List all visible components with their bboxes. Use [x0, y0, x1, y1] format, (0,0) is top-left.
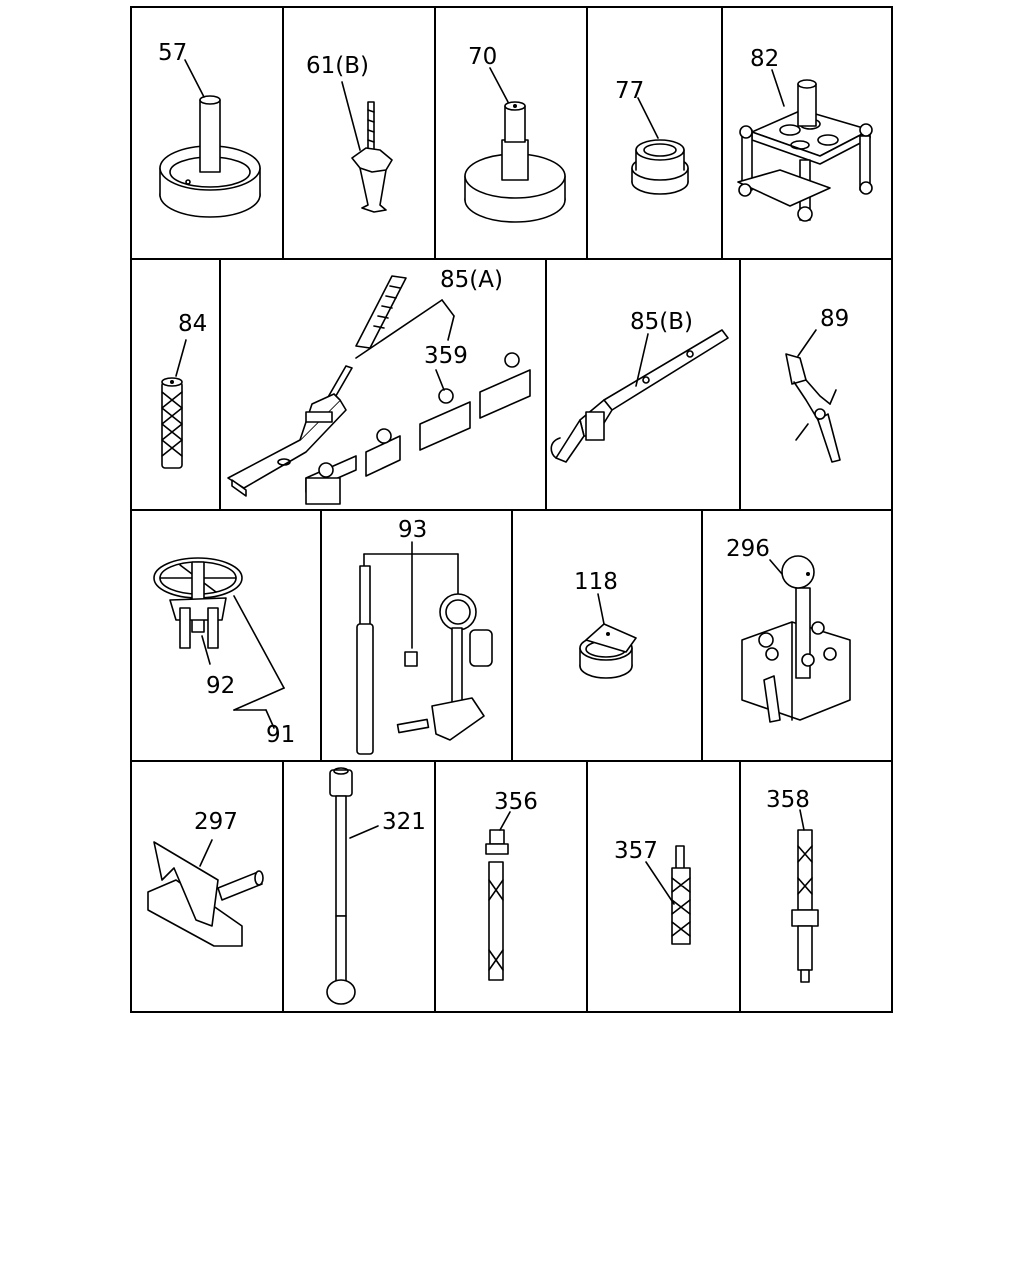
label-85a: 85(A): [440, 267, 503, 293]
tool-85a-359: [227, 275, 531, 505]
label-358: 358: [766, 787, 810, 813]
label-91: 91: [266, 722, 295, 748]
label-89: 89: [820, 306, 849, 332]
label-357: 357: [614, 838, 658, 864]
tool-93: [356, 541, 493, 755]
label-85b: 85(B): [630, 309, 693, 335]
label-356: 356: [494, 789, 538, 815]
tool-297: [147, 839, 264, 947]
label-93: 93: [398, 517, 427, 543]
tool-296: [741, 555, 851, 723]
tool-70: [464, 67, 566, 223]
tool-85b: [550, 329, 729, 463]
label-57: 57: [158, 40, 187, 66]
label-118: 118: [574, 569, 618, 595]
tool-89: [785, 329, 841, 463]
label-70: 70: [468, 44, 497, 70]
tool-57: [159, 59, 261, 218]
tool-356: [485, 811, 511, 981]
diagram-grid: [130, 6, 893, 1013]
label-296: 296: [726, 536, 770, 562]
label-84: 84: [178, 311, 207, 337]
label-359: 359: [424, 343, 468, 369]
part-labels: 57 61(B) 70 77 82 84 85(A) 359 85(B) 89 …: [158, 40, 849, 864]
label-82: 82: [750, 46, 779, 72]
tool-91-92: [153, 557, 285, 729]
label-321: 321: [382, 809, 426, 835]
tool-321: [326, 767, 379, 1005]
label-61b: 61(B): [306, 53, 369, 79]
tool-358: [791, 809, 819, 983]
tool-82: [737, 69, 873, 222]
tool-77: [631, 97, 689, 195]
tool-357: [645, 845, 691, 945]
label-92: 92: [206, 673, 235, 699]
tool-61b: [341, 81, 393, 213]
tool-118: [579, 593, 637, 679]
tool-84: [161, 339, 187, 469]
label-77: 77: [615, 78, 644, 104]
label-297: 297: [194, 809, 238, 835]
